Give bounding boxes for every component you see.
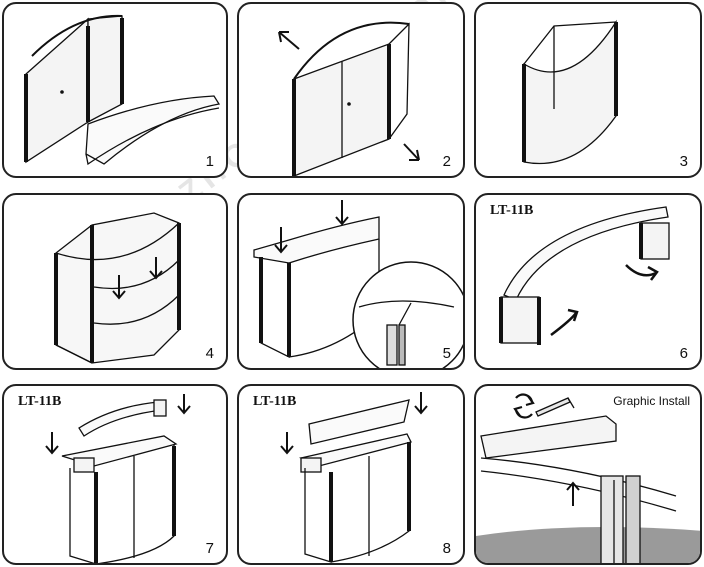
graphic-install-panel: Graphic Install [474,384,702,565]
step-number: 3 [679,153,688,170]
step-6-panel: LT-11B 6 [474,193,702,370]
model-label: LT-11B [253,394,297,409]
step-8-illustration [280,392,428,563]
step-number: 5 [442,345,451,362]
step-5-illustration [253,200,463,368]
step-2-illustration [278,21,420,176]
step-6-illustration [499,206,670,345]
arrow-icon [45,394,191,455]
step-number: 1 [205,153,214,170]
step-1-panel: 1 [2,2,228,178]
arrow-icon [278,31,420,161]
model-label: LT-11B [490,203,534,218]
rotate-icon [513,393,535,419]
step-5-panel: 5 [237,193,465,370]
step-8-panel: LT-11B 8 [237,384,465,565]
step-1-illustration [24,14,221,166]
step-7-panel: LT-11B 7 [2,384,228,565]
graphic-install-illustration [476,393,700,563]
step-7-illustration [45,394,191,563]
step-3-illustration [522,19,618,165]
step-2-panel: 2 [237,2,465,178]
step-4-illustration [54,212,181,364]
step-number: 4 [205,345,214,362]
step-number: 2 [442,153,451,170]
arrow-icon [274,200,349,254]
model-label: LT-11B [18,394,62,409]
step-3-panel: 3 [474,2,702,178]
arrow-icon [112,257,163,300]
arrow-icon [280,392,428,455]
arrow-icon [566,481,580,506]
rotate-icon [550,264,659,336]
step-number: 8 [442,540,451,557]
graphic-install-title: Graphic Install [613,394,690,408]
step-4-panel: 4 [2,193,228,370]
step-number: 6 [679,345,688,362]
step-number: 7 [205,540,214,557]
